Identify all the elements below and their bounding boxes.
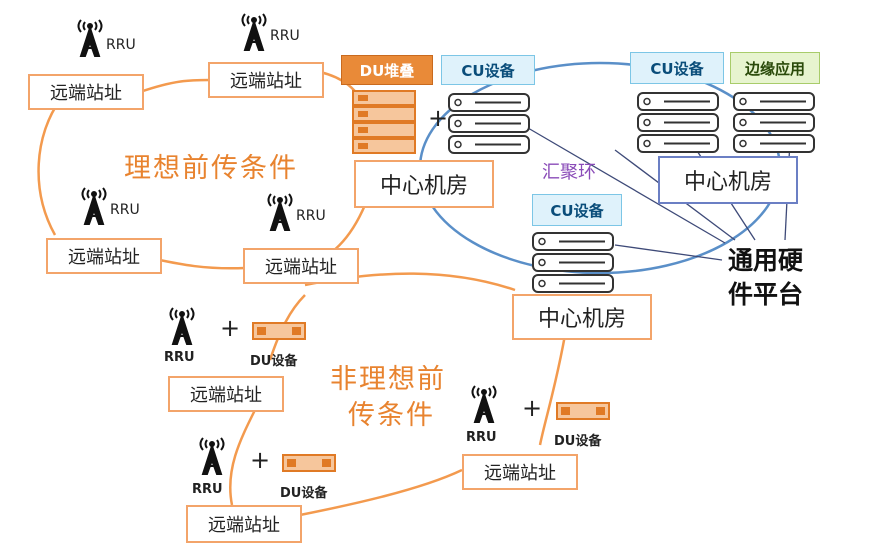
edge-application-tag: 边缘应用 xyxy=(730,52,820,84)
server-rack-icon xyxy=(636,91,720,159)
remote-site: 远端站址 xyxy=(28,74,144,110)
antenna-tower-icon xyxy=(194,430,230,480)
antenna-tower-icon xyxy=(236,6,272,56)
platform-link-1 xyxy=(527,127,726,244)
remote-site: 远端站址 xyxy=(208,62,324,98)
remote-site: 远端站址 xyxy=(186,505,302,543)
central-room: 中心机房 xyxy=(658,156,798,204)
convergence-ring-label: 汇聚环 xyxy=(542,162,596,183)
cu-device-tag: CU设备 xyxy=(532,194,622,226)
antenna-tower-icon xyxy=(76,180,112,230)
antenna-tower-icon xyxy=(72,12,108,62)
rru-label: RRU xyxy=(110,202,140,218)
antenna-tower-icon xyxy=(262,186,298,236)
cu-device-tag: CU设备 xyxy=(441,55,535,85)
platform-label: 通用硬 件平台 xyxy=(728,244,803,312)
du-device-icon xyxy=(282,454,336,476)
plus-sign: + xyxy=(220,314,241,342)
server-rack-icon xyxy=(531,231,615,299)
du-device-label: DU设备 xyxy=(280,486,328,501)
platform-label-line: 通用硬 xyxy=(728,246,804,275)
antenna-tower-icon xyxy=(466,378,502,428)
rru-label: RRU xyxy=(466,430,497,445)
ideal-fronthaul-label: 理想前传条件 xyxy=(124,153,298,184)
rru-label: RRU xyxy=(192,482,223,497)
du-device-icon xyxy=(556,402,610,424)
remote-site: 远端站址 xyxy=(46,238,162,274)
server-rack-icon xyxy=(447,92,531,160)
platform-label-line: 件平台 xyxy=(728,280,804,309)
plus-sign: + xyxy=(250,446,271,474)
du-device-label: DU设备 xyxy=(554,434,602,449)
antenna-tower-icon xyxy=(164,300,200,350)
du-stack-tag: DU堆叠 xyxy=(341,55,433,85)
non-ideal-label-line: 传条件 xyxy=(348,400,435,431)
central-room: 中心机房 xyxy=(512,294,652,340)
server-rack-icon xyxy=(732,91,816,159)
rru-label: RRU xyxy=(270,28,300,44)
du-stack-icon xyxy=(352,90,416,160)
non-ideal-fronthaul-label: 非理想前 传条件 xyxy=(330,362,446,434)
rru-label: RRU xyxy=(106,37,136,53)
cu-device-tag: CU设备 xyxy=(630,52,724,84)
remote-site: 远端站址 xyxy=(243,248,359,284)
remote-site: 远端站址 xyxy=(168,376,284,412)
plus-sign: + xyxy=(428,104,449,132)
du-device-label: DU设备 xyxy=(250,354,298,369)
rru-label: RRU xyxy=(164,350,195,365)
remote-site: 远端站址 xyxy=(462,454,578,490)
central-room: 中心机房 xyxy=(354,160,494,208)
du-device-icon xyxy=(252,322,306,344)
non-ideal-fronthaul-ring xyxy=(228,272,567,517)
rru-label: RRU xyxy=(296,208,326,224)
non-ideal-label-line: 非理想前 xyxy=(330,364,446,395)
plus-sign: + xyxy=(522,394,543,422)
platform-link-5 xyxy=(614,244,723,261)
